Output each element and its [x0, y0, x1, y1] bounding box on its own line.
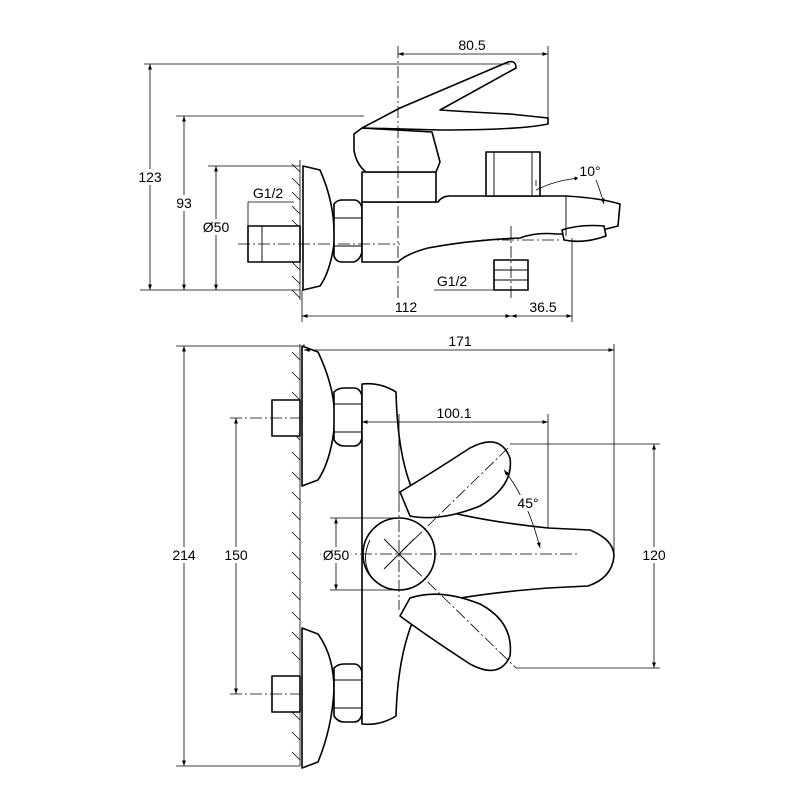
label-backing	[320, 547, 352, 563]
label-10deg: 10°	[579, 163, 600, 179]
label-backing	[456, 37, 488, 53]
label-backing	[527, 299, 559, 315]
label-g12-outlet: G1/2	[437, 273, 468, 289]
side-view: 80.5 123 93 Ø50 G1/2 G1/2 112 36.5 10°	[136, 37, 621, 322]
label-backing	[174, 195, 194, 211]
label-150: 150	[224, 547, 248, 563]
label-backing	[392, 299, 420, 315]
lever-handle	[361, 60, 549, 131]
label-backing	[434, 405, 474, 421]
lever-position-lower	[399, 593, 512, 672]
label-backing	[577, 163, 603, 179]
label-80-5: 80.5	[458, 37, 485, 53]
dim-arc-10deg	[535, 176, 581, 191]
top-view: 171 100.1 45° 214 150 Ø50 120	[170, 333, 668, 769]
label-100-1: 100.1	[436, 405, 471, 421]
hex-nut-lower	[333, 663, 363, 723]
label-backing	[200, 219, 232, 235]
rosette	[302, 165, 336, 291]
hex-nut	[333, 199, 363, 263]
label-36-5: 36.5	[529, 299, 556, 315]
label-45deg: 45°	[517, 495, 538, 511]
rosette-lower	[301, 627, 335, 769]
label-backing	[640, 547, 668, 563]
lever-position-upper	[399, 441, 512, 519]
label-backing	[515, 495, 541, 511]
label-backing	[250, 185, 286, 201]
label-backing	[136, 169, 164, 185]
label-backing	[170, 547, 198, 563]
label-d50-side: Ø50	[203, 219, 230, 235]
hex-nut-upper	[333, 387, 363, 447]
aerator	[561, 224, 607, 243]
label-backing	[434, 273, 470, 289]
rosette-upper	[301, 345, 336, 487]
diverter-knob	[485, 151, 541, 197]
label-backing	[222, 547, 250, 563]
label-112: 112	[395, 299, 418, 315]
label-93: 93	[176, 195, 192, 211]
cartridge-cap	[361, 171, 437, 203]
label-120: 120	[642, 547, 666, 563]
label-backing	[446, 333, 474, 349]
label-171: 171	[448, 333, 472, 349]
lever-base	[353, 127, 441, 173]
label-g12-inlet: G1/2	[253, 185, 284, 201]
label-214: 214	[172, 547, 196, 563]
label-d50-top: Ø50	[323, 547, 350, 563]
label-123: 123	[138, 169, 162, 185]
